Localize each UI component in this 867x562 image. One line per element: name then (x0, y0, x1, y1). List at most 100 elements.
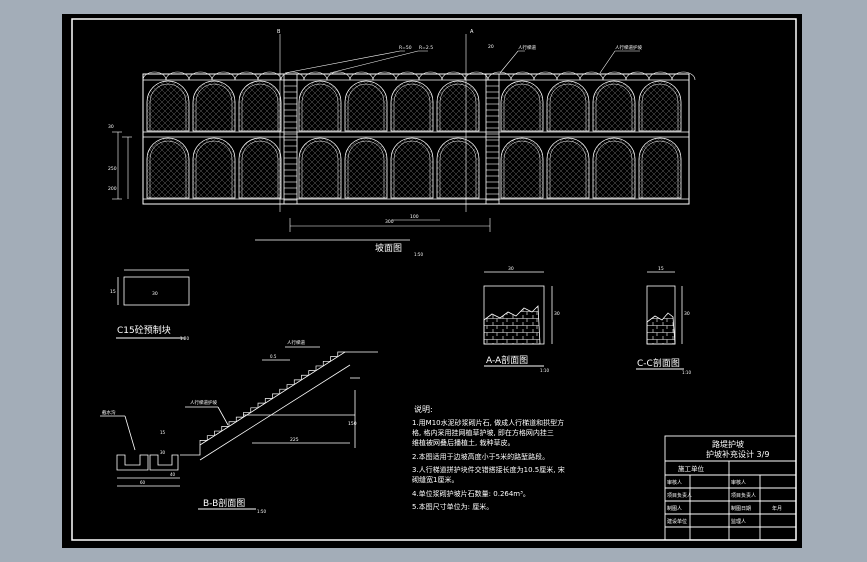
notes-line-3: 维植被网叠后播植土, 栽种草皮。 (412, 438, 514, 447)
inner-border (71, 18, 797, 541)
scallop-arc (372, 71, 397, 81)
arch-row-upper (146, 80, 682, 132)
stair-step (272, 393, 280, 399)
arch-inner (241, 83, 279, 131)
section-cc-drawing (636, 271, 684, 370)
arch-inner (301, 83, 339, 131)
scallop-arc (625, 71, 650, 81)
section-bb-drawing (100, 346, 378, 510)
bb-scale: 1:50 (257, 509, 266, 514)
slope-elevation (142, 71, 696, 205)
scallop-arc (510, 71, 535, 81)
arch-inner (595, 83, 633, 131)
cc-dim-w: 15 (658, 266, 664, 272)
arch-inner (149, 140, 187, 198)
scallop-arc (211, 71, 236, 81)
arch-cell (344, 137, 388, 199)
section-aa-drawing (483, 271, 553, 367)
arch-inner (439, 83, 477, 131)
stair-step (228, 421, 237, 427)
arch-inner (641, 140, 679, 198)
aa-title: A-A剖面图 (486, 354, 528, 366)
scallop-arc (142, 71, 167, 81)
bb-dim-run: 225 (290, 437, 299, 443)
arch-cell (146, 80, 190, 132)
stair-ladders (283, 74, 500, 204)
block-dim-w: 30 (152, 291, 158, 297)
stair-step (243, 412, 251, 418)
stair-step (264, 398, 273, 404)
arch-cell (592, 137, 636, 199)
bb-dim-rise: 150 (348, 421, 357, 427)
notes-line-6: 砌缝宽1厘米。 (412, 475, 458, 484)
section-mark-b: B (277, 29, 281, 35)
arch-cell (298, 137, 342, 199)
bb-label-stairs: 人行梯道 (287, 339, 305, 346)
arch-cell (238, 137, 282, 199)
arch-inner (595, 140, 633, 198)
stair-step (322, 360, 331, 366)
dim-left-bot: 200 (108, 186, 117, 192)
cc-title: C-C剖面图 (637, 357, 680, 369)
aa-dim-w: 30 (508, 266, 514, 272)
arch-inner (347, 83, 385, 131)
arch-inner (149, 83, 187, 131)
bb-title: B-B剖面图 (203, 497, 245, 509)
arch-inner (241, 140, 279, 198)
stair-step (301, 374, 309, 380)
arch-cell (436, 80, 480, 132)
scallop-arc (441, 71, 466, 81)
tb-row1-left: 审核人 (667, 479, 682, 486)
elevation-scale: 1:50 (414, 252, 423, 257)
cc-dim-h: 30 (684, 311, 690, 317)
scallop-arc (234, 71, 259, 81)
scallop-arc (188, 71, 213, 81)
arch-inner (195, 83, 233, 131)
tb-row0-left: 施工单位 (678, 464, 705, 473)
tb-row1-right: 审核人 (731, 479, 746, 486)
arch-inner (549, 83, 587, 131)
dim-span: 300 (385, 219, 394, 225)
arch-cell (592, 80, 636, 132)
scallop-arc (418, 71, 443, 81)
arch-inner (503, 140, 541, 198)
arch-inner (439, 140, 477, 198)
scallop-arc (602, 71, 627, 81)
aa-scale: 1:10 (540, 368, 549, 373)
title-block-line-1: 路堤护坡 (712, 439, 744, 449)
bb-dim-base-d: 40 (170, 472, 176, 477)
stair-step (330, 356, 338, 362)
stair-step (308, 370, 316, 376)
arch-cell (146, 137, 190, 199)
arch-inner (549, 140, 587, 198)
notes-line-2: 格, 格内采用挂网植草护坡, 即在方格网内挂三 (412, 428, 554, 437)
notes-line-8: 5.本图尺寸单位为: 厘米。 (412, 502, 493, 511)
tb-row4-right: 监理人 (731, 518, 746, 525)
scallop-arc (303, 71, 328, 81)
aa-dim-h: 30 (554, 311, 560, 317)
stair-step (279, 388, 287, 394)
stair-step (293, 379, 302, 385)
arch-cell (436, 137, 480, 199)
title-block (664, 435, 797, 541)
arch-cell (344, 80, 388, 132)
block-scale: 1:20 (180, 336, 189, 341)
scallop-arc (533, 71, 558, 81)
arch-cell (500, 80, 544, 132)
block-title: C15砼预制块 (117, 324, 171, 336)
arch-inner (347, 140, 385, 198)
elevation-title: 坡面图 (375, 242, 402, 254)
notes-line-1: 1.用M10水泥砂浆砌片石, 做成人行梯道和拱型方 (412, 418, 564, 427)
precast-block (116, 269, 190, 339)
scallop-arc (556, 71, 581, 81)
callout-stair-slope: 人行梯道护坡 (615, 44, 642, 51)
dim-left-mid: 250 (108, 166, 117, 172)
dim-sub: 100 (410, 214, 419, 220)
bb-dim-base-a: 15 (160, 430, 166, 435)
arch-inner (641, 83, 679, 131)
section-mark-a: A (470, 29, 474, 35)
stair-step (337, 351, 345, 357)
tb-row2-right: 项目负责人 (731, 492, 756, 499)
cc-scale: 1:10 (682, 370, 691, 375)
callout-r25: R=2.5 (419, 45, 433, 51)
